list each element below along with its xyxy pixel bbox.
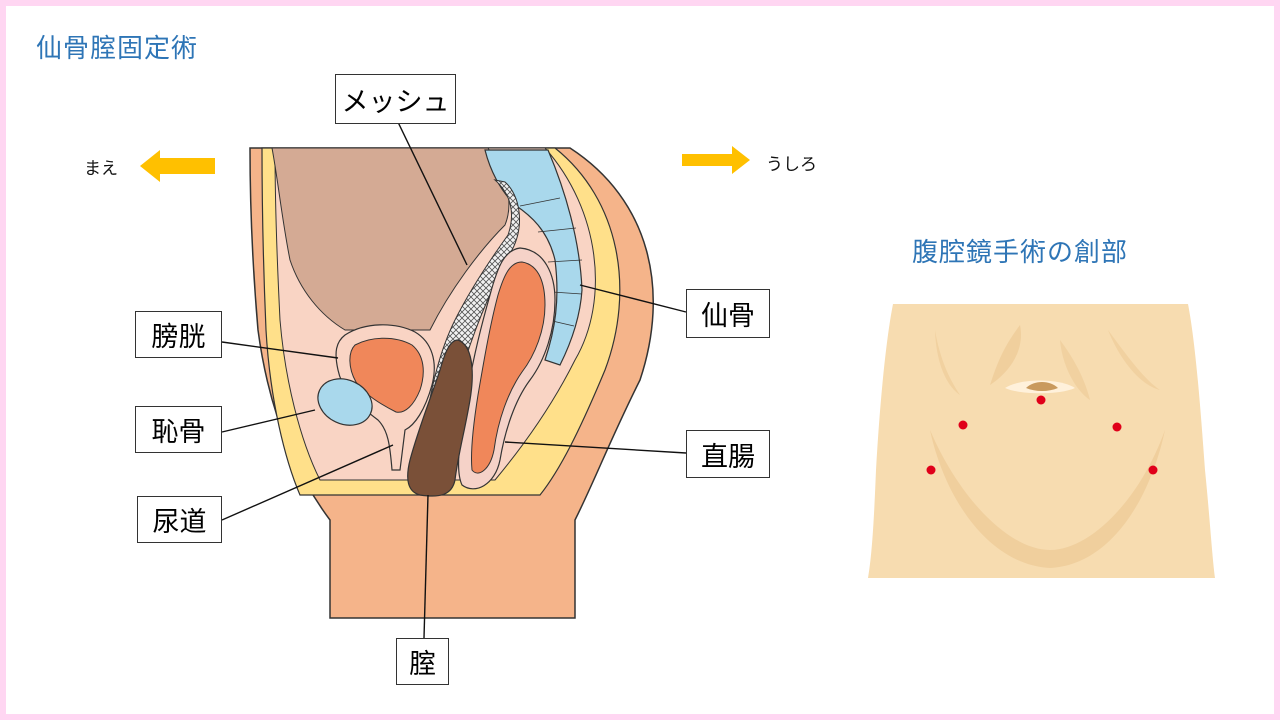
direction-front-label: まえ bbox=[84, 159, 118, 179]
label-rectum: 直腸 bbox=[686, 430, 770, 478]
section-subtitle: 腹腔鏡手術の創部 bbox=[912, 238, 1129, 268]
arrow-back bbox=[682, 146, 750, 174]
label-pubis: 恥骨 bbox=[135, 406, 222, 453]
label-bladder: 膀胱 bbox=[135, 311, 222, 358]
pubis-bone bbox=[317, 378, 373, 426]
arrow-left-icon bbox=[140, 150, 215, 182]
page-title: 仙骨腟固定術 bbox=[36, 34, 199, 64]
abdomen-skin bbox=[868, 304, 1215, 578]
vagina-organ bbox=[407, 339, 473, 497]
leader-lines bbox=[221, 117, 687, 639]
label-urethra: 尿道 bbox=[137, 496, 222, 543]
navel bbox=[1026, 382, 1058, 391]
label-sacrum: 仙骨 bbox=[686, 289, 770, 338]
incision-dot bbox=[926, 465, 936, 475]
incision-dot bbox=[1148, 465, 1158, 475]
incision-dot bbox=[1036, 395, 1046, 405]
label-vagina: 腟 bbox=[396, 638, 449, 685]
incision-dot bbox=[1112, 422, 1122, 432]
incision-dot bbox=[958, 420, 968, 430]
direction-back-label: うしろ bbox=[766, 155, 817, 175]
pelvis-sagittal-diagram bbox=[249, 147, 654, 619]
arrow-right-icon bbox=[682, 146, 750, 174]
abdomen-front-diagram bbox=[868, 304, 1215, 578]
arrow-front bbox=[140, 150, 215, 182]
label-mesh: メッシュ bbox=[335, 74, 456, 124]
